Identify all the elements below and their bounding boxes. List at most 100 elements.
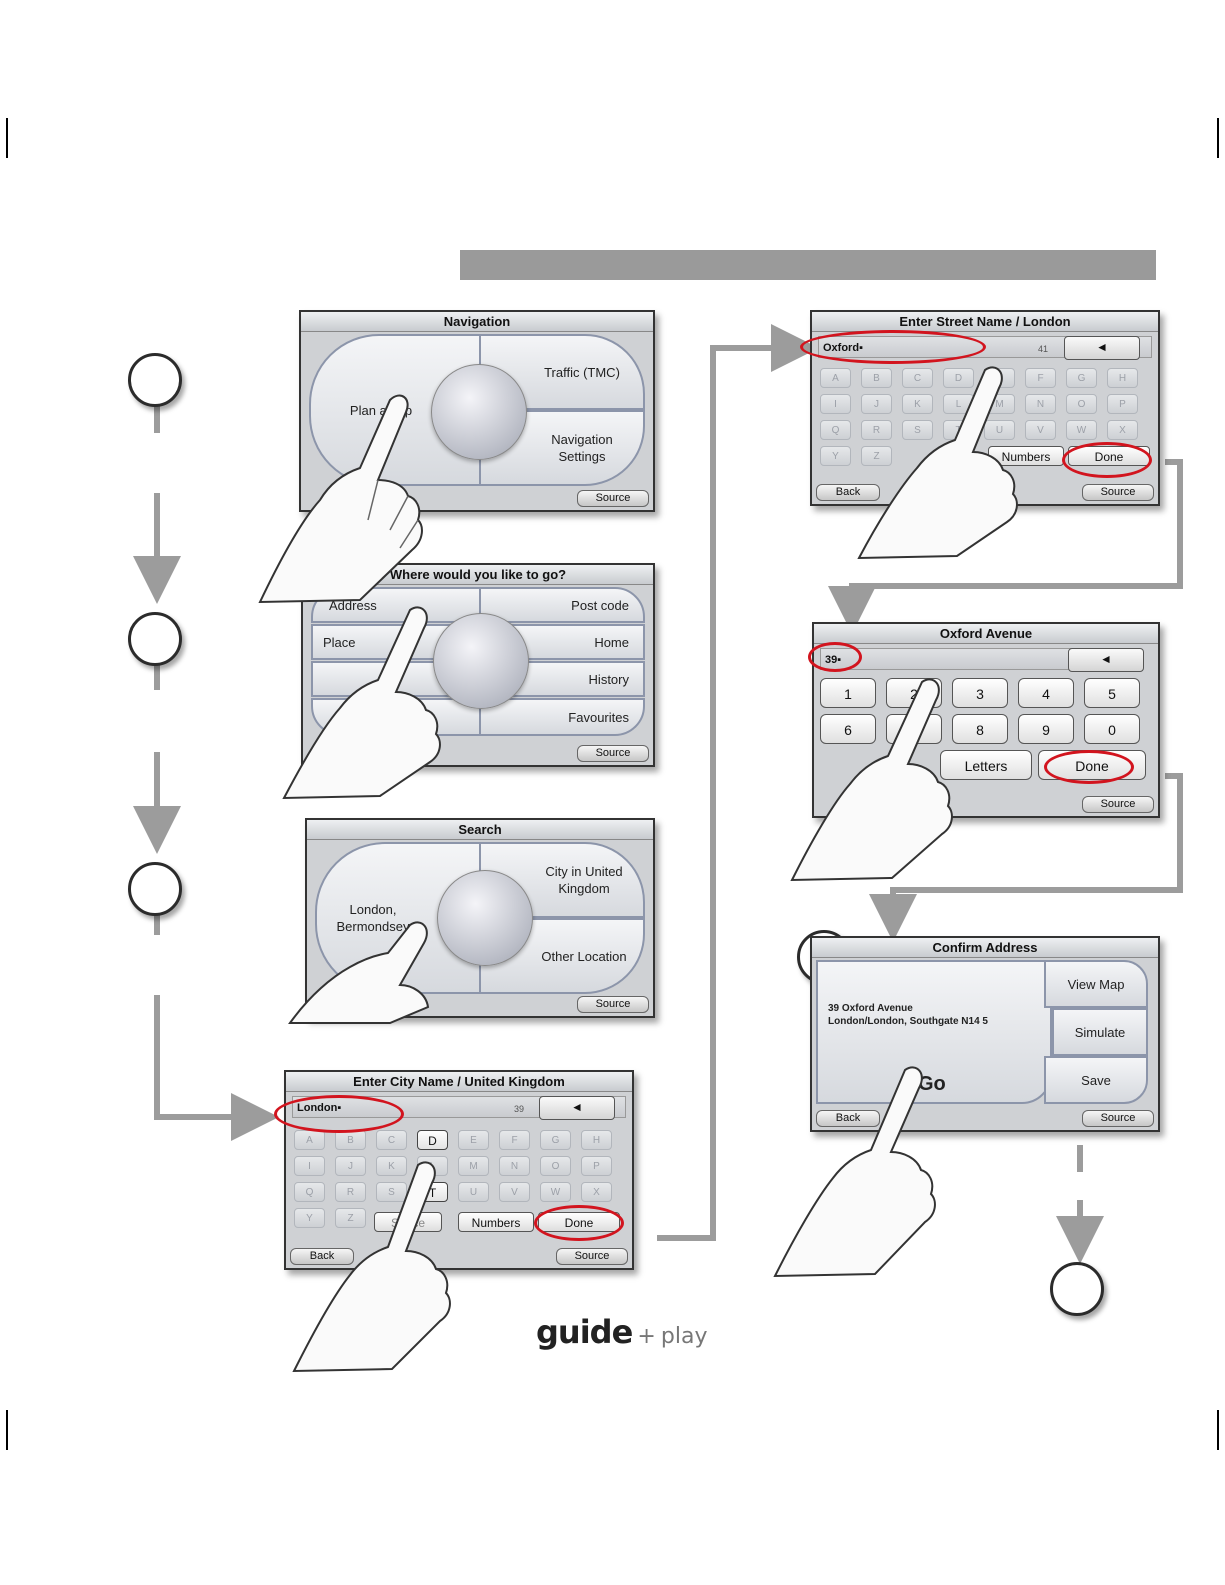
center-orb bbox=[431, 364, 527, 460]
key-o[interactable]: O bbox=[1066, 394, 1097, 414]
key-p[interactable]: P bbox=[1107, 394, 1138, 414]
back-button[interactable]: Back bbox=[816, 1110, 880, 1127]
key-h[interactable]: H bbox=[581, 1130, 612, 1150]
source-button[interactable]: Source bbox=[1082, 796, 1154, 813]
key-v[interactable]: V bbox=[1025, 420, 1056, 440]
digit-key-0[interactable]: 0 bbox=[1084, 714, 1140, 744]
crop-mark bbox=[6, 1410, 8, 1450]
connector-arrow bbox=[154, 995, 279, 1141]
key-w[interactable]: W bbox=[1066, 420, 1097, 440]
highlight-ring bbox=[534, 1205, 624, 1241]
address-line-1: 39 Oxford Avenue bbox=[828, 1003, 913, 1014]
key-i[interactable]: I bbox=[294, 1156, 325, 1176]
key-d[interactable]: D bbox=[417, 1130, 448, 1150]
digit-key-6[interactable]: 6 bbox=[820, 714, 876, 744]
pointing-hand-illustration bbox=[258, 394, 423, 604]
key-k[interactable]: K bbox=[902, 394, 933, 414]
key-g[interactable]: G bbox=[1066, 368, 1097, 388]
key-b[interactable]: B bbox=[335, 1130, 366, 1150]
key-a[interactable]: A bbox=[294, 1130, 325, 1150]
key-y[interactable]: Y bbox=[294, 1208, 325, 1228]
key-v[interactable]: V bbox=[499, 1182, 530, 1202]
guide-play-logo: guide + play bbox=[536, 1313, 707, 1351]
pointing-hand-illustration bbox=[790, 678, 953, 882]
key-z[interactable]: Z bbox=[861, 446, 892, 466]
key-i[interactable]: I bbox=[820, 394, 851, 414]
key-j[interactable]: J bbox=[335, 1156, 366, 1176]
numbers-key[interactable]: Numbers bbox=[458, 1212, 534, 1232]
center-orb bbox=[437, 870, 533, 966]
source-button[interactable]: Source bbox=[1082, 1110, 1154, 1127]
key-k[interactable]: K bbox=[376, 1156, 407, 1176]
digit-key-9[interactable]: 9 bbox=[1018, 714, 1074, 744]
key-x[interactable]: X bbox=[1107, 420, 1138, 440]
save-button[interactable]: Save bbox=[1044, 1056, 1148, 1104]
key-a[interactable]: A bbox=[820, 368, 851, 388]
key-f[interactable]: F bbox=[499, 1130, 530, 1150]
key-u[interactable]: U bbox=[458, 1182, 489, 1202]
crop-mark bbox=[6, 118, 8, 158]
screen-title: Enter Street Name / London bbox=[812, 312, 1158, 332]
key-s[interactable]: S bbox=[376, 1182, 407, 1202]
key-c[interactable]: C bbox=[902, 368, 933, 388]
key-g[interactable]: G bbox=[540, 1130, 571, 1150]
key-p[interactable]: P bbox=[581, 1156, 612, 1176]
source-button[interactable]: Source bbox=[577, 745, 649, 762]
digit-key-8[interactable]: 8 bbox=[952, 714, 1008, 744]
step-marker bbox=[128, 353, 182, 407]
key-d[interactable]: D bbox=[943, 368, 974, 388]
digit-key-3[interactable]: 3 bbox=[952, 678, 1008, 708]
key-c[interactable]: C bbox=[376, 1130, 407, 1150]
key-m[interactable]: M bbox=[458, 1156, 489, 1176]
key-r[interactable]: R bbox=[335, 1182, 366, 1202]
digit-key-5[interactable]: 5 bbox=[1084, 678, 1140, 708]
back-button[interactable]: Back bbox=[290, 1248, 354, 1265]
pointing-hand-illustration bbox=[292, 1161, 451, 1373]
postcode-button[interactable]: Post code bbox=[479, 587, 645, 623]
source-button[interactable]: Source bbox=[577, 490, 649, 507]
simulate-button[interactable]: Simulate bbox=[1052, 1008, 1148, 1056]
key-r[interactable]: R bbox=[861, 420, 892, 440]
key-y[interactable]: Y bbox=[820, 446, 851, 466]
go-button[interactable]: Go bbox=[918, 1073, 946, 1095]
source-button[interactable]: Source bbox=[577, 996, 649, 1013]
section-header-bar bbox=[460, 250, 1156, 280]
key-f[interactable]: F bbox=[1025, 368, 1056, 388]
key-j[interactable]: J bbox=[861, 394, 892, 414]
key-e[interactable]: E bbox=[458, 1130, 489, 1150]
key-q[interactable]: Q bbox=[294, 1182, 325, 1202]
key-s[interactable]: S bbox=[902, 420, 933, 440]
source-button[interactable]: Source bbox=[1082, 484, 1154, 501]
key-x[interactable]: X bbox=[581, 1182, 612, 1202]
crop-mark bbox=[1217, 1410, 1219, 1450]
key-o[interactable]: O bbox=[540, 1156, 571, 1176]
screen-title: Search bbox=[307, 820, 653, 840]
backspace-button[interactable]: ◄ bbox=[539, 1096, 615, 1120]
back-button[interactable]: Back bbox=[816, 484, 880, 501]
digit-key-1[interactable]: 1 bbox=[820, 678, 876, 708]
navigation-screen: Navigation Plan a Trip Traffic (TMC) Nav… bbox=[299, 310, 655, 512]
favourites-button[interactable]: Favourites bbox=[479, 698, 645, 736]
screen-title: Enter City Name / United Kingdom bbox=[286, 1072, 632, 1092]
key-l[interactable]: L bbox=[943, 394, 974, 414]
key-z[interactable]: Z bbox=[335, 1208, 366, 1228]
crop-mark bbox=[1217, 118, 1219, 158]
view-map-button[interactable]: View Map bbox=[1044, 960, 1148, 1008]
key-n[interactable]: N bbox=[499, 1156, 530, 1176]
key-u[interactable]: U bbox=[984, 420, 1015, 440]
pointing-hand-illustration bbox=[282, 606, 441, 800]
key-w[interactable]: W bbox=[540, 1182, 571, 1202]
letters-key[interactable]: Letters bbox=[940, 750, 1032, 780]
logo-plus: + bbox=[637, 1324, 656, 1349]
key-n[interactable]: N bbox=[1025, 394, 1056, 414]
key-h[interactable]: H bbox=[1107, 368, 1138, 388]
source-button[interactable]: Source bbox=[556, 1248, 628, 1265]
key-b[interactable]: B bbox=[861, 368, 892, 388]
connector-arrow bbox=[828, 459, 1183, 634]
backspace-button[interactable]: ◄ bbox=[1064, 336, 1140, 360]
backspace-button[interactable]: ◄ bbox=[1068, 648, 1144, 672]
step-marker bbox=[128, 862, 182, 916]
digit-key-4[interactable]: 4 bbox=[1018, 678, 1074, 708]
key-q[interactable]: Q bbox=[820, 420, 851, 440]
